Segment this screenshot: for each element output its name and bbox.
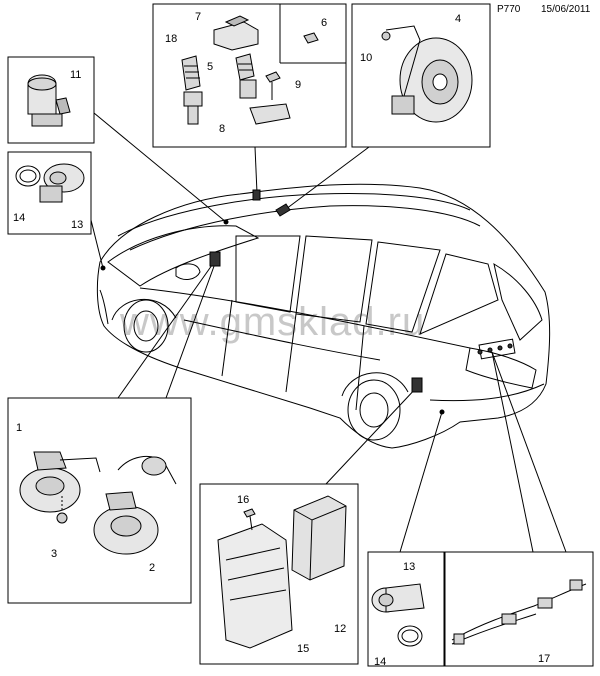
diagram-code: P770 xyxy=(497,4,521,15)
part-module-12 xyxy=(291,495,347,581)
part-rear-sensor-13 xyxy=(371,583,425,613)
part-nut-3 xyxy=(56,496,68,524)
part-boot-18 xyxy=(181,55,203,125)
callout-15: 15 xyxy=(297,643,309,655)
part-bolt-10 xyxy=(381,31,391,41)
part-horn-1 xyxy=(19,451,101,513)
part-horn-2 xyxy=(93,455,177,555)
part-rear-ring-14 xyxy=(397,625,423,647)
callout-1: 1 xyxy=(16,422,22,434)
detail-box-harness xyxy=(444,551,594,667)
diagram-date: 15/06/2011 xyxy=(541,4,591,15)
callout-12: 12 xyxy=(334,623,346,635)
callout-6: 6 xyxy=(321,17,327,29)
part-boot-5 xyxy=(235,53,257,99)
part-ring-14 xyxy=(15,165,41,187)
leader-dots xyxy=(100,219,445,415)
part-bracket-8 xyxy=(249,103,291,125)
callout-10: 10 xyxy=(360,52,372,64)
callout-13a: 13 xyxy=(71,219,83,231)
part-screw-16 xyxy=(243,508,256,531)
callout-14b: 14 xyxy=(374,656,386,668)
part-harness-17 xyxy=(451,579,587,645)
watermark: www.gmsklad.ru xyxy=(120,300,426,344)
callout-13b: 13 xyxy=(403,561,415,573)
callout-9: 9 xyxy=(295,79,301,91)
callout-17: 17 xyxy=(538,653,550,665)
part-switch-11 xyxy=(27,74,71,127)
callout-3: 3 xyxy=(51,548,57,560)
callout-4: 4 xyxy=(455,13,461,25)
callout-14a: 14 xyxy=(13,212,25,224)
part-clip-6 xyxy=(303,32,319,44)
vehicle-components xyxy=(209,189,513,393)
part-sensor-housing xyxy=(213,15,259,51)
part-horn-4 xyxy=(385,25,473,123)
callout-7: 7 xyxy=(195,11,201,23)
callout-18: 18 xyxy=(165,33,177,45)
part-sensor-13 xyxy=(39,163,85,203)
callout-2: 2 xyxy=(149,562,155,574)
callout-11: 11 xyxy=(70,69,81,81)
leader-lines xyxy=(90,112,567,553)
callout-8: 8 xyxy=(219,123,225,135)
callout-5: 5 xyxy=(207,61,213,73)
callout-numbers: 7 6 18 5 9 8 4 10 11 14 13 1 3 2 16 12 1… xyxy=(13,11,550,668)
callout-16: 16 xyxy=(237,494,249,506)
part-bracket-15 xyxy=(217,523,293,649)
part-screw-9 xyxy=(265,71,281,100)
